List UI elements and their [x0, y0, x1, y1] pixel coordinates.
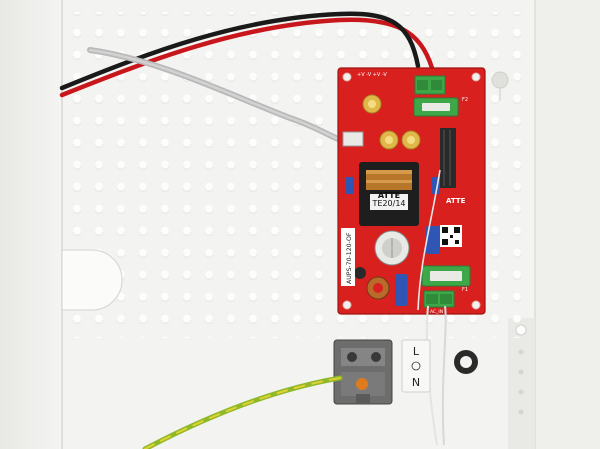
brand-logo-right: ATTE	[446, 197, 466, 205]
black-wire	[59, 11, 421, 91]
heatsink	[440, 128, 456, 188]
line-neutral-sticker: L N	[401, 339, 431, 393]
model-label: AUPS-70-120-OF	[341, 228, 355, 286]
power-supply-board	[337, 67, 486, 315]
fuse-top-label: F2	[462, 97, 468, 103]
x-capacitor	[346, 177, 354, 194]
svg-text:AUPS-70-120-OF: AUPS-70-120-OF	[346, 232, 353, 284]
transformer-label: TE20/14	[372, 199, 406, 208]
brand-logo: ATTE	[378, 191, 400, 200]
fuse-bottom-label: F1	[462, 287, 468, 293]
x-capacitor	[395, 274, 407, 306]
earth-terminal-block	[333, 339, 393, 405]
keyhole-slot	[491, 71, 509, 101]
enclosure-left-wall	[0, 0, 62, 449]
transformer	[359, 162, 419, 226]
ac-wire	[441, 305, 447, 446]
neutral-label: N	[412, 376, 420, 389]
line-label: L	[413, 345, 420, 358]
qr-code	[440, 225, 462, 247]
signal-connector	[342, 131, 364, 147]
board-vout-label: +V -V +V -V	[357, 72, 387, 78]
ac-input-label: AC_IN	[430, 309, 443, 315]
knockout-cutout	[61, 249, 123, 311]
red-wire	[59, 17, 435, 98]
enclosure-right-wall	[535, 0, 600, 449]
x-capacitor	[426, 226, 440, 254]
